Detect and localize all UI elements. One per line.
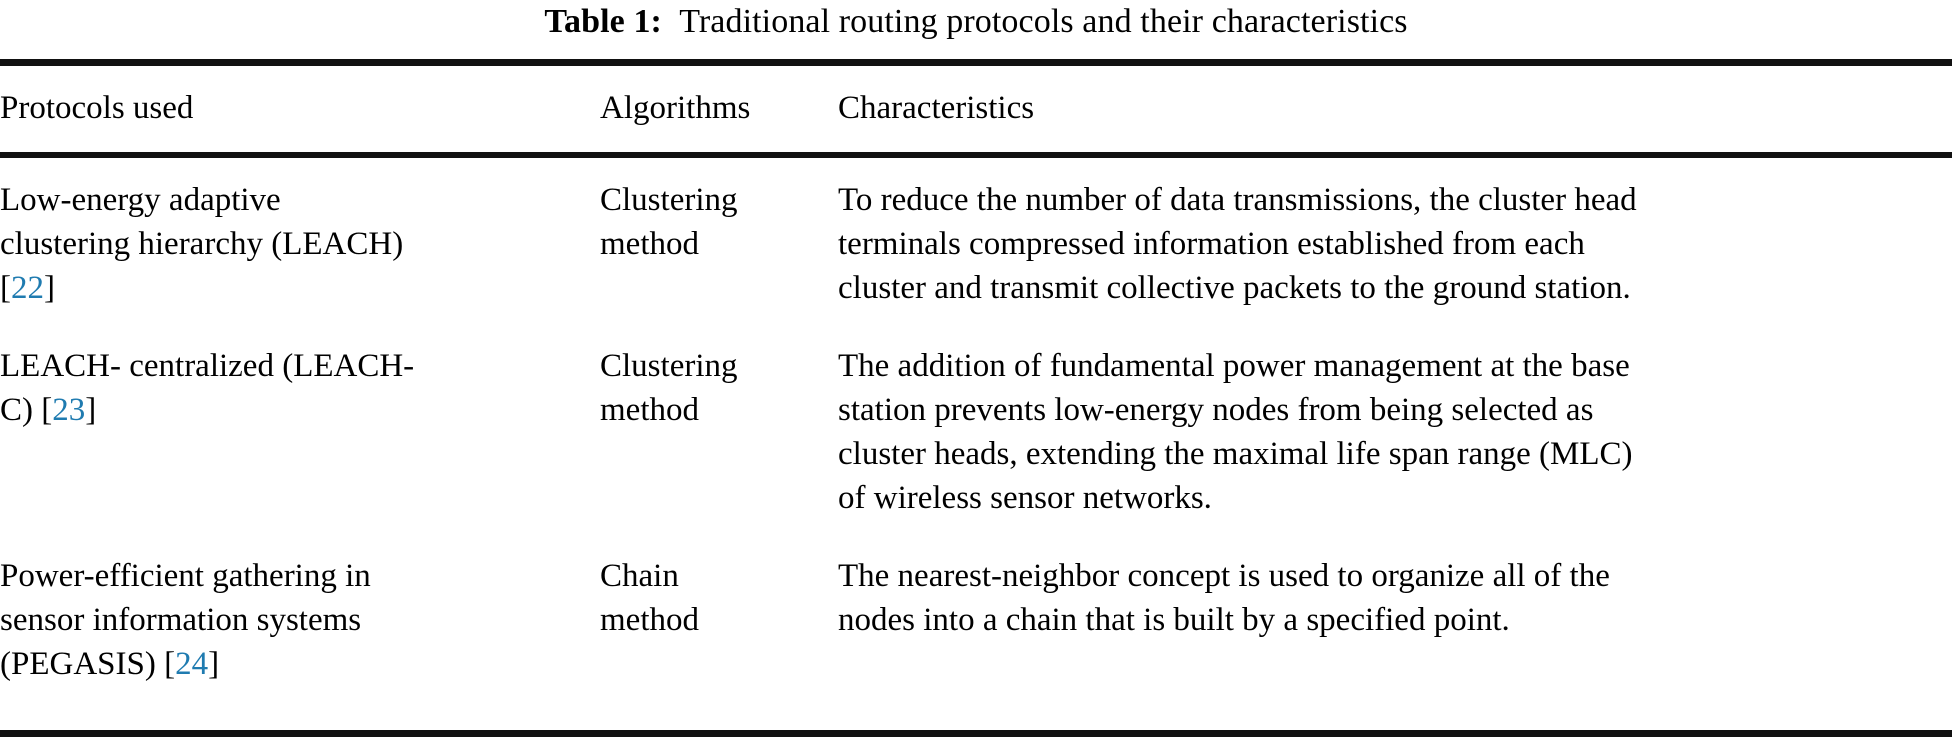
cell-characteristic: The nearest-neighbor concept is used to …: [838, 536, 1952, 696]
citation-bracket-close: ]: [208, 646, 220, 682]
column-header-characteristics: Characteristics: [838, 90, 1035, 126]
protocol-line: sensor information systems: [0, 602, 362, 638]
cell-characteristic: To reduce the number of data transmissio…: [838, 158, 1952, 326]
cell-protocol: LEACH- centralized (LEACH- C) [23]: [0, 326, 600, 536]
characteristic-line: To reduce the number of data transmissio…: [838, 182, 1637, 218]
characteristic-line: cluster and transmit collective packets …: [838, 270, 1631, 306]
citation-bracket-close: ]: [44, 270, 55, 306]
data-table-body: Low-energy adaptive clustering hierarchy…: [0, 158, 1952, 696]
citation-prefix: (PEGASIS): [0, 646, 165, 682]
column-header-algorithms: Algorithms: [600, 90, 751, 126]
table-row: LEACH- centralized (LEACH- C) [23] Clust…: [0, 326, 1952, 536]
protocol-line: clustering hierarchy (LEACH): [0, 226, 404, 262]
protocol-citation: C) [23]: [0, 388, 600, 432]
citation-prefix: C): [0, 392, 42, 428]
citation-bracket-open: [: [0, 270, 11, 306]
table-caption: Table 1: Traditional routing protocols a…: [0, 0, 1952, 42]
cell-protocol: Power-efficient gathering in sensor info…: [0, 536, 600, 696]
table-caption-text: Traditional routing protocols and their …: [679, 3, 1408, 40]
cell-algorithm: Clustering method: [600, 158, 838, 326]
column-header-protocols: Protocols used: [0, 90, 194, 126]
data-table: Protocols used Algorithms Characteristic…: [0, 66, 1952, 152]
algorithm-line: Chain: [600, 558, 679, 594]
table-header-row: Protocols used Algorithms Characteristic…: [0, 66, 1952, 152]
protocol-line: Low-energy adaptive: [0, 182, 281, 218]
characteristic-line: The addition of fundamental power manage…: [838, 348, 1630, 384]
citation-link[interactable]: 23: [52, 392, 86, 428]
protocol-line: LEACH- centralized (LEACH-: [0, 348, 415, 384]
table-bottom-rule: [0, 730, 1952, 737]
cell-algorithm: Clustering method: [600, 326, 838, 536]
characteristic-line: nodes into a chain that is built by a sp…: [838, 602, 1510, 638]
table-row: Power-efficient gathering in sensor info…: [0, 536, 1952, 696]
algorithm-line: method: [600, 392, 699, 428]
citation-bracket-close: ]: [85, 392, 97, 428]
citation-bracket-open: [: [164, 646, 176, 682]
citation-link[interactable]: 24: [175, 646, 209, 682]
algorithm-line: method: [600, 226, 699, 262]
algorithm-line: Clustering: [600, 182, 738, 218]
citation-bracket-open: [: [41, 392, 53, 428]
cell-protocol: Low-energy adaptive clustering hierarchy…: [0, 158, 600, 326]
algorithm-line: method: [600, 602, 699, 638]
characteristic-line: terminals compressed information establi…: [838, 226, 1585, 262]
characteristic-line: cluster heads, extending the maximal lif…: [838, 436, 1633, 472]
cell-algorithm: Chain method: [600, 536, 838, 696]
table-caption-label: Table 1:: [544, 3, 662, 40]
characteristic-line: of wireless sensor networks.: [838, 480, 1212, 516]
table-header-rule: [0, 152, 1952, 158]
protocol-line: Power-efficient gathering in: [0, 558, 371, 594]
table-top-rule: [0, 59, 1952, 66]
protocol-citation: [22]: [0, 266, 600, 310]
characteristic-line: The nearest-neighbor concept is used to …: [838, 558, 1610, 594]
citation-link[interactable]: 22: [11, 270, 44, 306]
algorithm-line: Clustering: [600, 348, 738, 384]
table-row: Low-energy adaptive clustering hierarchy…: [0, 158, 1952, 326]
protocol-citation: (PEGASIS) [24]: [0, 642, 600, 686]
cell-characteristic: The addition of fundamental power manage…: [838, 326, 1952, 536]
characteristic-line: station prevents low-energy nodes from b…: [838, 392, 1594, 428]
